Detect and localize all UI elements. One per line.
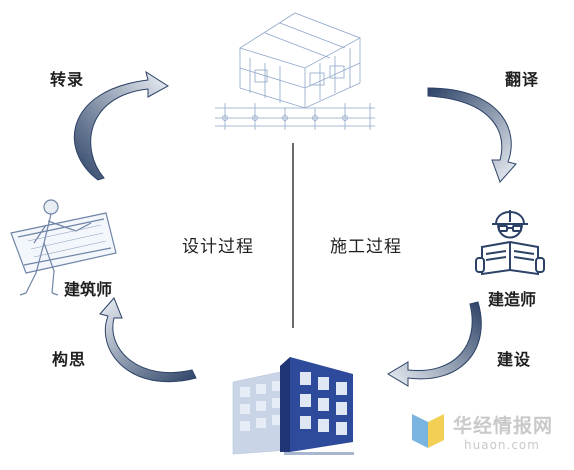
arrow-gousi (99, 297, 197, 383)
step-label-zhuanlu: 转录 (50, 70, 85, 89)
office-building-icon (232, 357, 354, 455)
architect-icon (10, 199, 117, 296)
builder-icon (475, 210, 545, 276)
architect-label: 建筑师 (64, 280, 113, 299)
watermark-logo-icon (412, 414, 444, 448)
arrow-fanyi (427, 87, 517, 183)
phase-label-construction: 施工过程 (330, 237, 402, 257)
step-label-jianshe: 建设 (497, 350, 532, 369)
watermark-text: 华经情报网 (453, 415, 554, 437)
arrow-zhuanlu (73, 70, 169, 181)
watermark-url: huaon.com (464, 438, 540, 452)
step-label-gousi: 构思 (52, 350, 87, 369)
step-label-fanyi: 翻译 (505, 70, 540, 89)
blueprint-house-icon (215, 12, 375, 130)
builder-label: 建造师 (488, 290, 537, 309)
arrow-jianshe (387, 301, 482, 387)
phase-label-design: 设计过程 (182, 237, 254, 257)
